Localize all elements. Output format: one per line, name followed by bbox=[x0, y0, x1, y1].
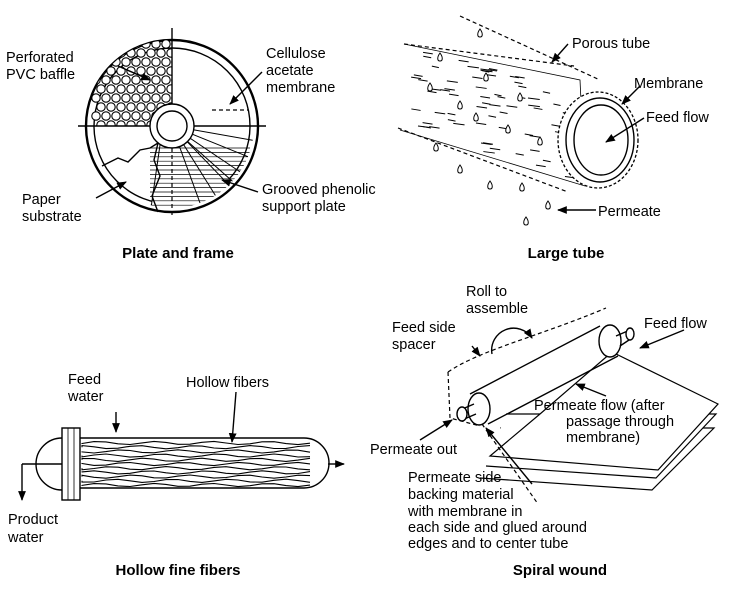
hollow-fibers-panel: Feed water Hollow fibers Product water H… bbox=[7, 372, 345, 579]
label-product-water: water bbox=[7, 530, 44, 546]
spiral-leaders bbox=[419, 329, 685, 485]
label-spacer: spacer bbox=[392, 337, 436, 353]
label-pvc-baffle: PVC baffle bbox=[6, 67, 75, 83]
plate-and-frame-panel: Perforated PVC baffle Cellulose acetate … bbox=[6, 28, 376, 262]
label-cellulose: Cellulose bbox=[266, 46, 326, 62]
label-porous-tube: Porous tube bbox=[572, 36, 650, 52]
label-permeate-flow-3: membrane) bbox=[566, 430, 640, 446]
label-product: Product bbox=[8, 512, 58, 528]
label-backing-5: edges and to center tube bbox=[408, 536, 568, 552]
label-perforated: Perforated bbox=[6, 50, 74, 66]
spiral-wound-panel: Roll to assemble Feed side spacer Feed f… bbox=[370, 284, 719, 579]
plate-frame-drawing bbox=[78, 28, 266, 218]
label-roll-to: Roll to bbox=[466, 284, 507, 300]
label-permeate-flow-1: Permeate flow (after bbox=[534, 398, 665, 414]
caption-hollow-fibers: Hollow fine fibers bbox=[115, 562, 240, 579]
plate-frame-leaders bbox=[95, 65, 263, 199]
label-support-plate: support plate bbox=[262, 199, 346, 215]
label-feed: Feed bbox=[68, 372, 101, 388]
label-permeate: Permeate bbox=[598, 204, 661, 220]
label-paper: Paper bbox=[22, 192, 61, 208]
large-tube-panel: Porous tube Membrane Feed flow Permeate … bbox=[397, 15, 709, 262]
label-assemble: assemble bbox=[466, 301, 528, 317]
caption-large-tube: Large tube bbox=[528, 245, 605, 262]
label-permeate-out: Permeate out bbox=[370, 442, 457, 458]
label-backing-3: with membrane in bbox=[407, 504, 522, 520]
label-grooved-phenolic: Grooved phenolic bbox=[262, 182, 376, 198]
hollow-fiber-drawing bbox=[22, 427, 345, 500]
label-tube-membrane: Membrane bbox=[634, 76, 703, 92]
large-tube-drawing bbox=[397, 15, 639, 226]
label-acetate: acetate bbox=[266, 63, 314, 79]
label-water: water bbox=[67, 389, 104, 405]
paper-torn-edge bbox=[101, 142, 159, 167]
hollow-fiber-leaders bbox=[112, 391, 237, 443]
spiral-wound-drawing bbox=[447, 307, 719, 505]
large-tube-leaders bbox=[551, 43, 645, 214]
label-permeate-flow-2: passage through bbox=[566, 414, 674, 430]
caption-spiral-wound: Spiral wound bbox=[513, 562, 607, 579]
label-membrane: membrane bbox=[266, 80, 335, 96]
label-spiral-feed-flow: Feed flow bbox=[644, 316, 707, 332]
label-hollow-fibers: Hollow fibers bbox=[186, 375, 269, 391]
label-substrate: substrate bbox=[22, 209, 82, 225]
label-tube-feed-flow: Feed flow bbox=[646, 110, 709, 126]
label-backing-1: Permeate side bbox=[408, 470, 502, 486]
caption-plate-and-frame: Plate and frame bbox=[122, 245, 234, 262]
label-backing-4: each side and glued around bbox=[408, 520, 587, 536]
label-backing-2: backing material bbox=[408, 487, 514, 503]
label-feed-side: Feed side bbox=[392, 320, 456, 336]
